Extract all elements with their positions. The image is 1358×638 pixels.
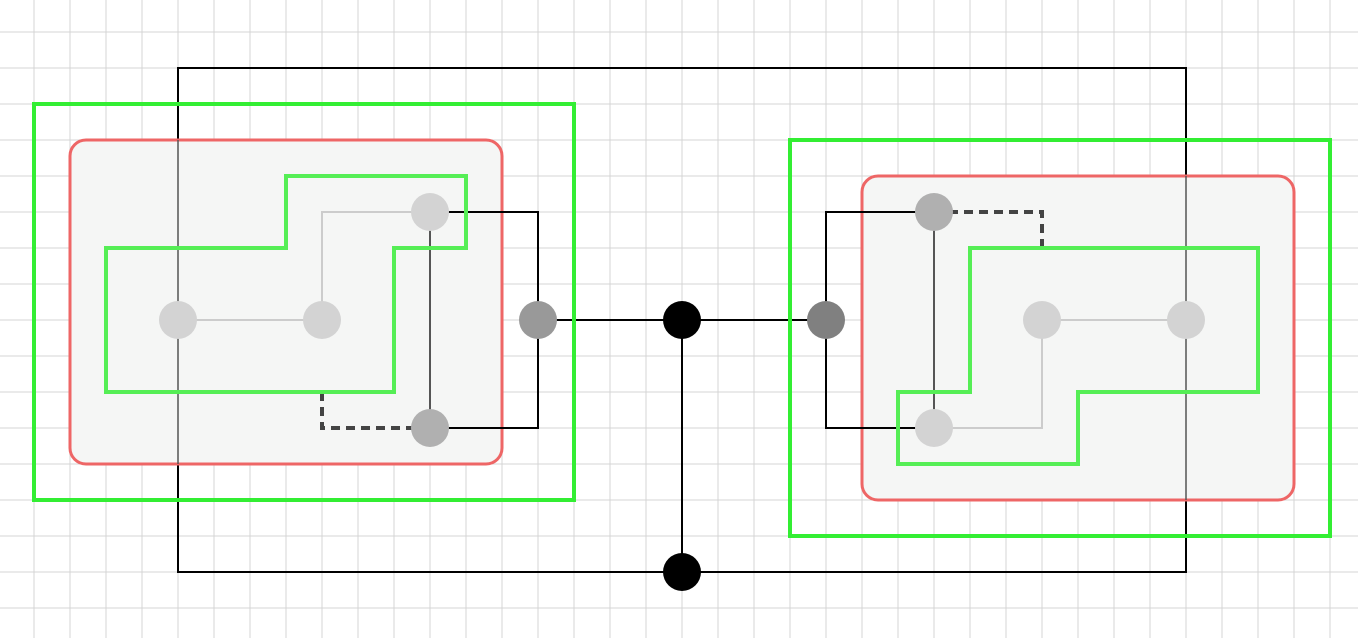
right-wire-b-c <box>934 320 1043 429</box>
left-shape-outline <box>104 174 468 394</box>
left-node-c[interactable] <box>411 193 449 231</box>
left-node-a[interactable] <box>159 301 197 339</box>
left-group-outline <box>32 102 576 502</box>
left-node-d[interactable] <box>411 409 449 447</box>
right-group-outline <box>788 138 1332 538</box>
node-layer <box>159 193 1205 591</box>
right-node-a[interactable] <box>915 193 953 231</box>
hub-bottom-node[interactable] <box>663 553 701 591</box>
right-dashed-wire <box>934 210 1044 248</box>
left-port-node[interactable] <box>519 301 557 339</box>
right-node-b[interactable] <box>915 409 953 447</box>
left-dashed-wire <box>320 392 430 430</box>
right-node-d[interactable] <box>1167 301 1205 339</box>
left-wire-b-c <box>321 211 430 320</box>
left-node-b[interactable] <box>303 301 341 339</box>
hub-top-node[interactable] <box>663 301 701 339</box>
right-port-node[interactable] <box>807 301 845 339</box>
right-shape-outline <box>896 246 1260 466</box>
right-node-c[interactable] <box>1023 301 1061 339</box>
